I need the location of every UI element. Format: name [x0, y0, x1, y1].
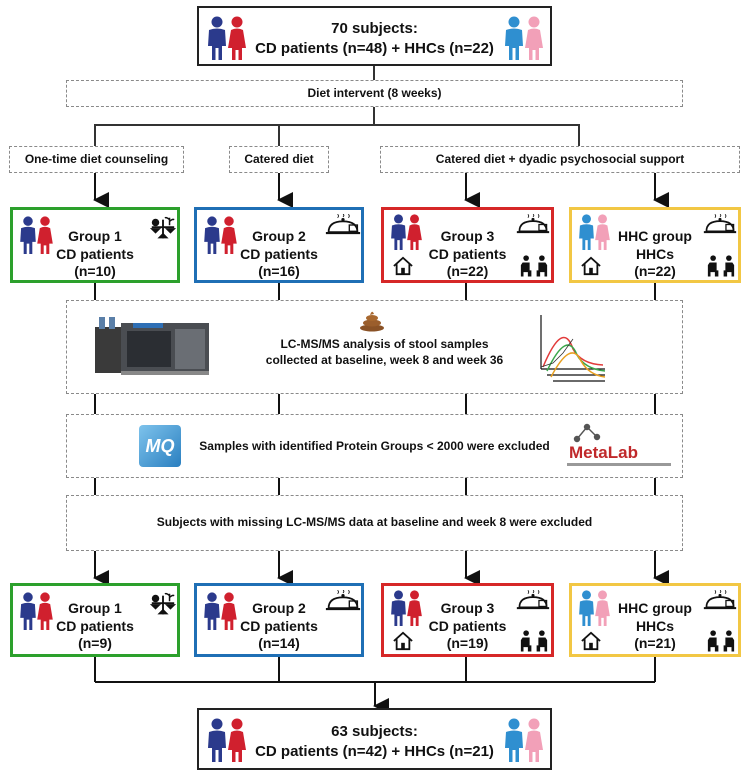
- diet-intervention-label: Diet intervent (8 weeks): [307, 85, 442, 100]
- arm-catered-support: Catered diet + dyadic psychosocial suppo…: [380, 146, 740, 173]
- maxquant-logo-text: MQ: [145, 435, 175, 456]
- arm-label: One-time diet counseling: [24, 151, 169, 166]
- lcms-instrument-icon: [95, 317, 209, 375]
- diet-intervention-box: Diet intervent (8 weeks): [66, 80, 683, 107]
- connector: [278, 124, 280, 146]
- metalab-underline: [567, 463, 671, 466]
- bottom-box-title: 63 subjects:: [331, 723, 418, 740]
- group-subtitle: CD patients: [240, 617, 318, 634]
- arm-catered-diet: Catered diet: [229, 146, 329, 173]
- group-subtitle: CD patients: [428, 617, 507, 634]
- group-subtitle: HHCs: [635, 617, 675, 634]
- lcms-analysis-box: LC-MS/MS analysis of stool samples colle…: [66, 300, 683, 394]
- maxquant-logo: MQ: [139, 425, 181, 467]
- group-title: Group 2: [252, 228, 306, 244]
- group-title: HHC group: [618, 228, 692, 244]
- connector: [578, 124, 580, 146]
- group-title: Group 3: [440, 600, 495, 616]
- top-box-title: 70 subjects:: [331, 20, 418, 37]
- group-title: Group 1: [68, 228, 122, 244]
- group-count: (n=19): [446, 635, 489, 651]
- exclusion1-text: Samples with identified Protein Groups <…: [199, 439, 550, 453]
- connector: [94, 124, 96, 146]
- bottom-summary-box: 63 subjects: CD patients (n=42) + HHCs (…: [197, 708, 552, 770]
- group-count: (n=22): [446, 263, 489, 279]
- stool-sample-icon: [360, 311, 384, 332]
- group-count: (n=16): [258, 263, 300, 279]
- connector: [373, 66, 375, 80]
- top-box-counts: CD patients (n=48) + HHCs (n=22): [255, 39, 494, 57]
- chromatogram-icon: [540, 315, 606, 382]
- lcms-line1: LC-MS/MS analysis of stool samples: [280, 337, 489, 351]
- connector: [373, 107, 375, 125]
- protein-groups-exclusion-box: MQ Samples with identified Protein Group…: [66, 414, 683, 478]
- bottom-box-counts: CD patients (n=42) + HHCs (n=21): [255, 742, 494, 760]
- connector: [94, 124, 580, 126]
- group-title: Group 2: [252, 600, 306, 616]
- arm-label: Catered diet: [244, 151, 314, 166]
- group-subtitle: CD patients: [56, 245, 134, 262]
- group-subtitle: CD patients: [56, 617, 134, 634]
- exclusion2-text: Subjects with missing LC-MS/MS data at b…: [156, 515, 593, 530]
- missing-data-exclusion-box: Subjects with missing LC-MS/MS data at b…: [66, 495, 683, 551]
- hhc-couple-icon: [505, 718, 543, 762]
- group-title: Group 1: [68, 600, 122, 616]
- group-count: (n=21): [634, 635, 676, 651]
- group-title: HHC group: [618, 600, 692, 616]
- metalab-molecule-icon: [573, 423, 601, 443]
- top-summary-box: 70 subjects: CD patients (n=48) + HHCs (…: [197, 6, 552, 66]
- group-subtitle: CD patients: [428, 245, 507, 262]
- lcms-line2: collected at baseline, week 8 and week 3…: [265, 352, 504, 367]
- arm-diet-counseling: One-time diet counseling: [9, 146, 184, 173]
- group-subtitle: CD patients: [240, 245, 318, 262]
- group-count: (n=10): [74, 263, 116, 279]
- group-title: Group 3: [440, 228, 495, 244]
- group-count: (n=14): [258, 635, 300, 651]
- metalab-logo-text: MetaLab: [569, 443, 638, 462]
- group-count: (n=9): [78, 635, 112, 651]
- group-subtitle: HHCs: [635, 245, 675, 262]
- arm-label: Catered diet + dyadic psychosocial suppo…: [435, 151, 685, 166]
- group-count: (n=22): [634, 263, 676, 279]
- metalab-logo: MetaLab: [567, 421, 677, 471]
